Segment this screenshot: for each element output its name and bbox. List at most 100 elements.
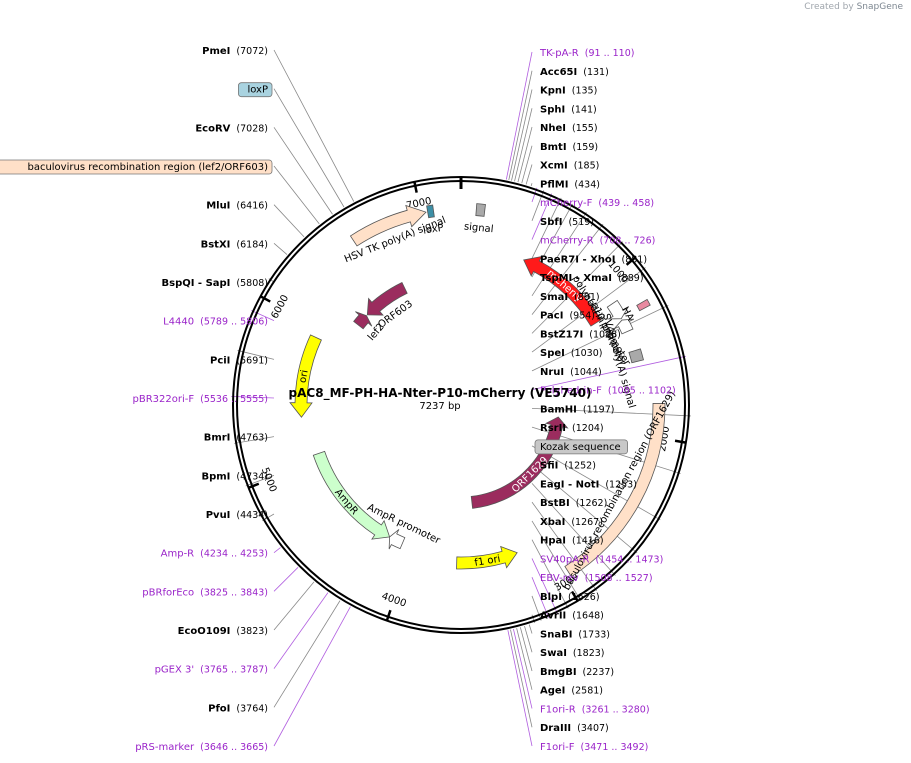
feature-f1-ori[interactable] <box>456 545 518 570</box>
tick-1000 <box>625 256 636 266</box>
site-pos: (4234 .. 4253) <box>200 549 268 560</box>
leader-baculovirus-recombination-region-lef2-orf603 <box>273 165 320 225</box>
site-label-kozak-sequence[interactable]: Kozak sequence <box>534 439 628 455</box>
site-label-mcherry-r[interactable]: mCherry-R(708 .. 726) <box>540 236 655 247</box>
feature-mcherry[interactable] <box>523 255 602 327</box>
site-label-mcherry-f[interactable]: mCherry-F(439 .. 458) <box>540 198 654 209</box>
feature-loxp[interactable] <box>426 204 435 219</box>
site-label-draiii[interactable]: DraIII(3407) <box>540 723 609 734</box>
site-label-eagi-noti[interactable]: EagI - NotI(1253) <box>540 479 637 490</box>
site-name-pbrforeco: pBRforEco(3825 .. 3843) <box>142 587 268 598</box>
site-label-bmri[interactable]: BmrI(4763) <box>204 433 268 444</box>
site-name-eagi-noti: EagI - NotI(1253) <box>540 479 637 490</box>
site-name-acc65i: Acc65I(131) <box>540 67 609 78</box>
feature-ha[interactable] <box>636 298 651 312</box>
feature-ampr[interactable] <box>312 450 391 540</box>
site-label-pgex-3[interactable]: pGEX 3'(3765 .. 3787) <box>155 665 268 676</box>
leader-pflmi <box>530 183 533 187</box>
site-label-f1ori-r[interactable]: F1ori-R(3261 .. 3280) <box>540 704 650 715</box>
site-label-ecoo109i[interactable]: EcoO109I(3823) <box>178 626 268 637</box>
site-label-nhei[interactable]: NheI(155) <box>540 123 598 134</box>
site-label-bstxi[interactable]: BstXI(6184) <box>201 239 268 250</box>
feature-baculovirus-recombination-region-orf1629[interactable] <box>564 402 666 578</box>
site-label-ebv-rev[interactable]: EBV-rev(1508 .. 1527) <box>540 573 653 584</box>
site-label-nrui[interactable]: NruI(1044) <box>540 367 602 378</box>
site-label-rsrii[interactable]: RsrII(1204) <box>540 423 604 434</box>
site-name-bstxi: BstXI(6184) <box>201 239 268 250</box>
leader-f1ori-f <box>507 630 533 747</box>
site-label-xcmi[interactable]: XcmI(185) <box>540 161 599 172</box>
site-label-pbrforeco[interactable]: pBRforEco(3825 .. 3843) <box>142 587 268 598</box>
site-label-baculovirus-recombination-region-lef2-orf603[interactable]: baculovirus recombination region (lef2/O… <box>0 159 273 175</box>
site-label-bmgbi[interactable]: BmgBI(2237) <box>540 667 614 678</box>
site-label-pflmi[interactable]: PflMI(434) <box>540 179 600 190</box>
site-name-bmti: BmtI(159) <box>540 142 598 153</box>
site-label-sphi[interactable]: SphI(141) <box>540 104 597 115</box>
site-label-snabi[interactable]: SnaBI(1733) <box>540 629 610 640</box>
feature-lef2[interactable] <box>353 311 373 330</box>
leader-xbai <box>531 520 582 602</box>
site-name-baculovirus-recombination-region-lef2-orf603: baculovirus recombination region (lef2/O… <box>27 162 268 173</box>
site-label-bspqi-sapi[interactable]: BspQI - SapI(5808) <box>162 278 269 289</box>
site-label-bmti[interactable]: BmtI(159) <box>540 142 598 153</box>
site-name-ecorv: EcoRV(7028) <box>195 123 268 134</box>
site-label-pbr322ori-f[interactable]: pBR322ori-F(5536 .. 5555) <box>133 394 268 405</box>
site-label-sfii[interactable]: SfiI(1252) <box>540 461 596 472</box>
tick-5000 <box>248 482 260 489</box>
site-label-f1ori-f[interactable]: F1ori-F(3471 .. 3492) <box>540 742 648 753</box>
leader-f1ori-r <box>513 628 533 709</box>
feature-hsv-tk-poly-a-signal[interactable] <box>349 204 427 247</box>
site-label-bstz17i[interactable]: BstZ17I(1028) <box>540 329 621 340</box>
leader-pmei <box>273 49 355 202</box>
site-name-tk-pa-r: TK-pA-R(91 .. 110) <box>539 48 634 59</box>
site-name-blpi: BlpI(1626) <box>540 592 600 603</box>
feature-signal[interactable] <box>475 203 486 217</box>
feature-ampr-promoter[interactable] <box>388 529 406 550</box>
leader-pgex-3 <box>273 592 329 669</box>
leader-ebv-rev <box>531 577 550 618</box>
site-label-ecorv[interactable]: EcoRV(7028) <box>195 123 268 134</box>
feature-orf1629[interactable] <box>470 416 569 509</box>
site-label-kpni[interactable]: KpnI(135) <box>540 86 597 97</box>
feature-polyhedrin-promoter[interactable] <box>606 299 629 320</box>
site-pos: (3765 .. 3787) <box>200 665 268 676</box>
site-label-pvui[interactable]: PvuI(4434) <box>206 510 268 521</box>
site-label-tspmi-xmai[interactable]: TspMI - XmaI(889) <box>540 273 644 284</box>
site-label-paer7i-xhoi[interactable]: PaeR7I - XhoI(881) <box>540 254 647 265</box>
site-label-pcii[interactable]: PciI(5691) <box>210 355 268 366</box>
site-label-sbfi[interactable]: SbfI(519) <box>540 217 594 228</box>
site-pos: (1267) <box>571 517 603 528</box>
site-label-paci[interactable]: PacI(954) <box>540 311 595 322</box>
site-label-swai[interactable]: SwaI(1823) <box>540 648 605 659</box>
site-label-pmei[interactable]: PmeI(7072) <box>202 46 268 57</box>
site-label-spei[interactable]: SpeI(1030) <box>540 348 602 359</box>
leader-sphi <box>514 108 533 182</box>
site-label-bpmi[interactable]: BpmI(4734) <box>201 471 268 482</box>
site-pos: (3646 .. 3665) <box>200 742 268 753</box>
feature-ori[interactable] <box>289 334 322 418</box>
site-label-pfoi[interactable]: PfoI(3764) <box>208 703 268 714</box>
site-label-avrii[interactable]: AvrII(1648) <box>540 611 604 622</box>
site-label-polyhedrin-f[interactable]: Polyhedrin-F(1085 .. 1102) <box>540 386 676 397</box>
site-label-bamhi[interactable]: BamHI(1197) <box>540 404 614 415</box>
feature-orf603[interactable] <box>366 281 408 316</box>
site-label-agei[interactable]: AgeI(2581) <box>540 686 603 697</box>
site-label-prs-marker[interactable]: pRS-marker(3646 .. 3665) <box>135 742 268 753</box>
feature-p10-promoter[interactable] <box>613 318 635 335</box>
site-label-hpai[interactable]: HpaI(1416) <box>540 536 604 547</box>
site-label-tk-pa-r[interactable]: TK-pA-R(91 .. 110) <box>539 48 634 59</box>
site-name-bstz17i: BstZ17I(1028) <box>540 329 621 340</box>
site-label-amp-r[interactable]: Amp-R(4234 .. 4253) <box>161 549 268 560</box>
site-label-mlui[interactable]: MluI(6416) <box>206 201 268 212</box>
site-label-sv40pa-r[interactable]: SV40pA-R(1454 .. 1473) <box>540 554 663 565</box>
site-name-agei: AgeI(2581) <box>540 686 603 697</box>
feature-sv40-poly-a-signal[interactable] <box>628 348 644 364</box>
site-label-acc65i[interactable]: Acc65I(131) <box>540 67 609 78</box>
site-label-loxp[interactable]: loxP <box>237 82 273 98</box>
feature-label-f1-ori: f1 ori <box>474 554 502 569</box>
site-label-xbai[interactable]: XbaI(1267) <box>540 517 603 528</box>
leader-hpai <box>531 539 569 609</box>
site-name-paer7i-xhoi: PaeR7I - XhoI(881) <box>540 254 647 265</box>
site-label-blpi[interactable]: BlpI(1626) <box>540 592 600 603</box>
site-label-l4440[interactable]: L4440(5789 .. 5806) <box>163 317 268 328</box>
